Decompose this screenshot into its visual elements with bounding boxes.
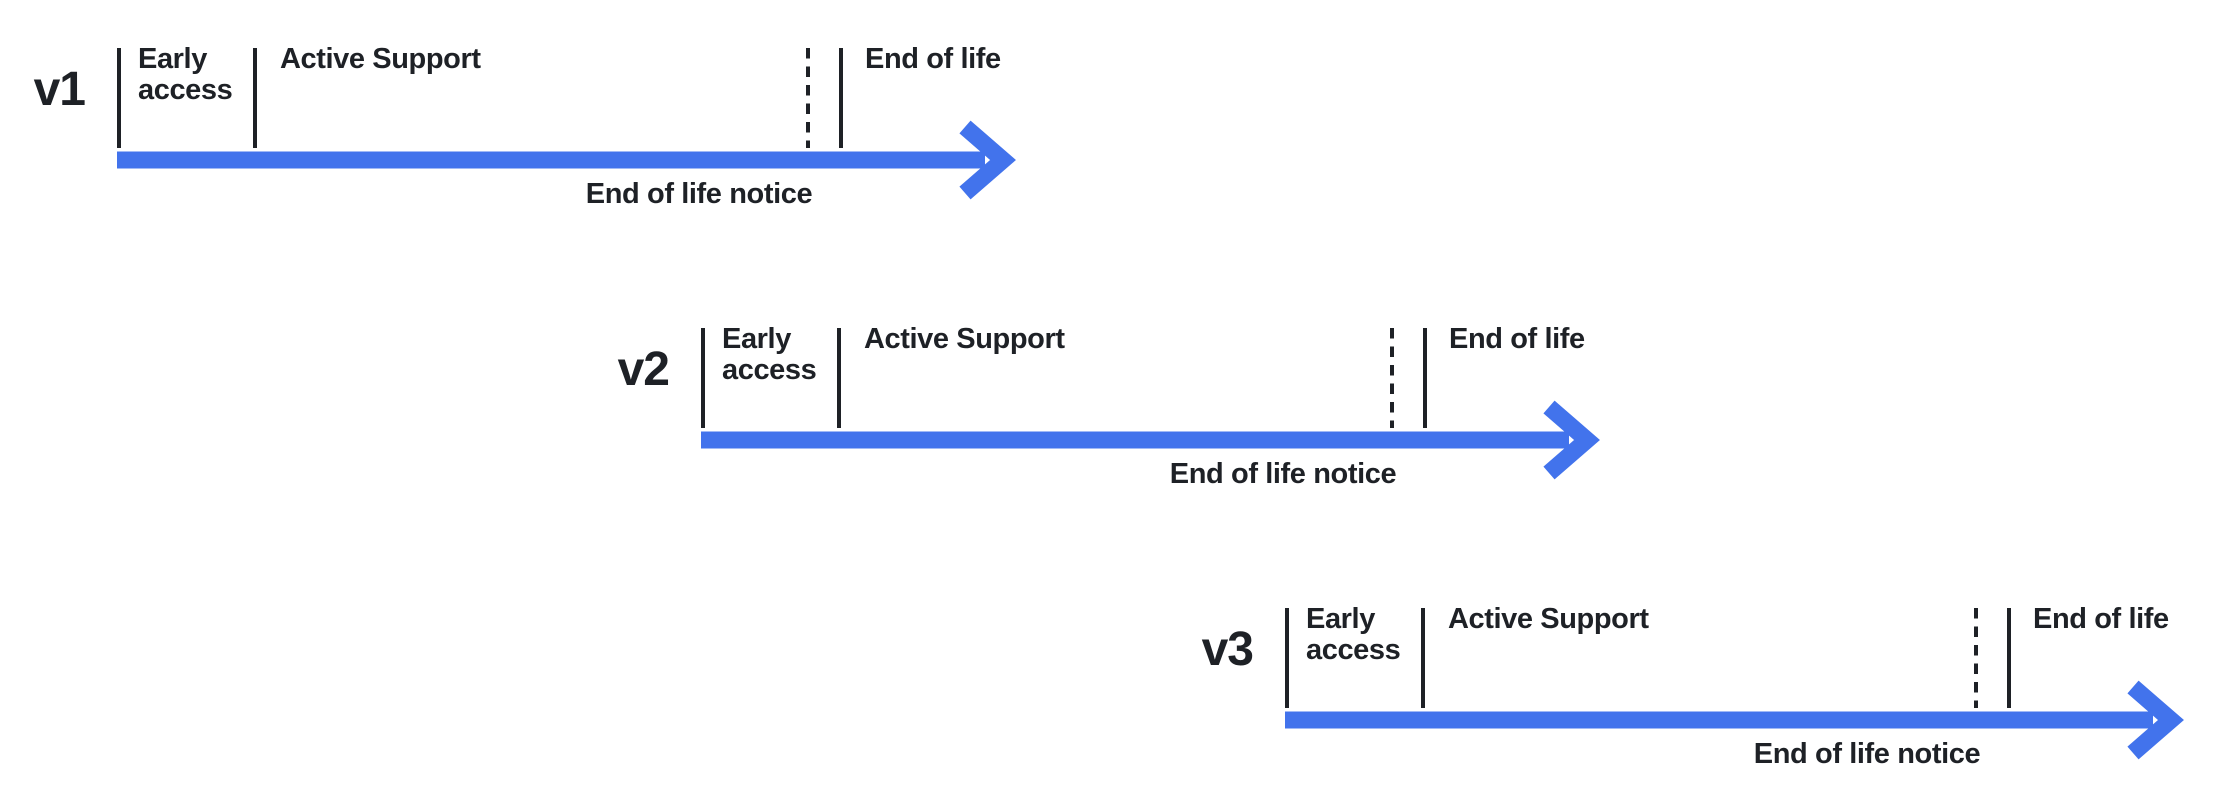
arrow-head — [959, 120, 1016, 200]
end-of-life-notice-dashed-tick — [1973, 608, 1979, 708]
end-of-life-notice-label: End of life notice — [1169, 458, 1397, 490]
end-of-life-label: End of life — [1449, 323, 1585, 355]
end-of-life-label: End of life — [865, 43, 1001, 75]
early-access-label: Early access — [138, 43, 233, 106]
active-support-label: Active Support — [280, 43, 481, 75]
release-start-tick — [1284, 608, 1290, 708]
early-access-label: Early access — [1306, 603, 1401, 666]
arrow-head — [2127, 680, 2184, 760]
timeline-v1: v1 Early access Active Support End of li… — [34, 44, 1099, 238]
active-support-label: Active Support — [1448, 603, 1649, 635]
version-label: v1 — [33, 63, 86, 116]
early-access-label: Early access — [722, 323, 817, 386]
release-start-tick — [700, 328, 706, 428]
version-label: v2 — [617, 343, 670, 396]
active-support-label: Active Support — [864, 323, 1065, 355]
timeline-arrow — [117, 120, 1016, 200]
active-support-start-tick — [836, 328, 842, 428]
end-of-life-label: End of life — [2033, 603, 2169, 635]
end-of-life-notice-label: End of life notice — [1753, 738, 1981, 770]
end-of-life-tick — [838, 48, 844, 148]
timeline-v3: v3 Early access Active Support End of li… — [1202, 604, 2228, 798]
active-support-start-tick — [252, 48, 258, 148]
timeline-v2: v2 Early access Active Support End of li… — [618, 324, 1683, 518]
end-of-life-notice-dashed-tick — [1389, 328, 1395, 428]
active-support-start-tick — [1420, 608, 1426, 708]
end-of-life-tick — [1422, 328, 1428, 428]
arrow-head — [1543, 400, 1600, 480]
timeline-arrow — [1285, 680, 2184, 760]
end-of-life-notice-dashed-tick — [805, 48, 811, 148]
end-of-life-notice-label: End of life notice — [585, 178, 813, 210]
release-start-tick — [116, 48, 122, 148]
timeline-arrow — [701, 400, 1600, 480]
version-label: v3 — [1201, 623, 1254, 676]
end-of-life-tick — [2006, 608, 2012, 708]
